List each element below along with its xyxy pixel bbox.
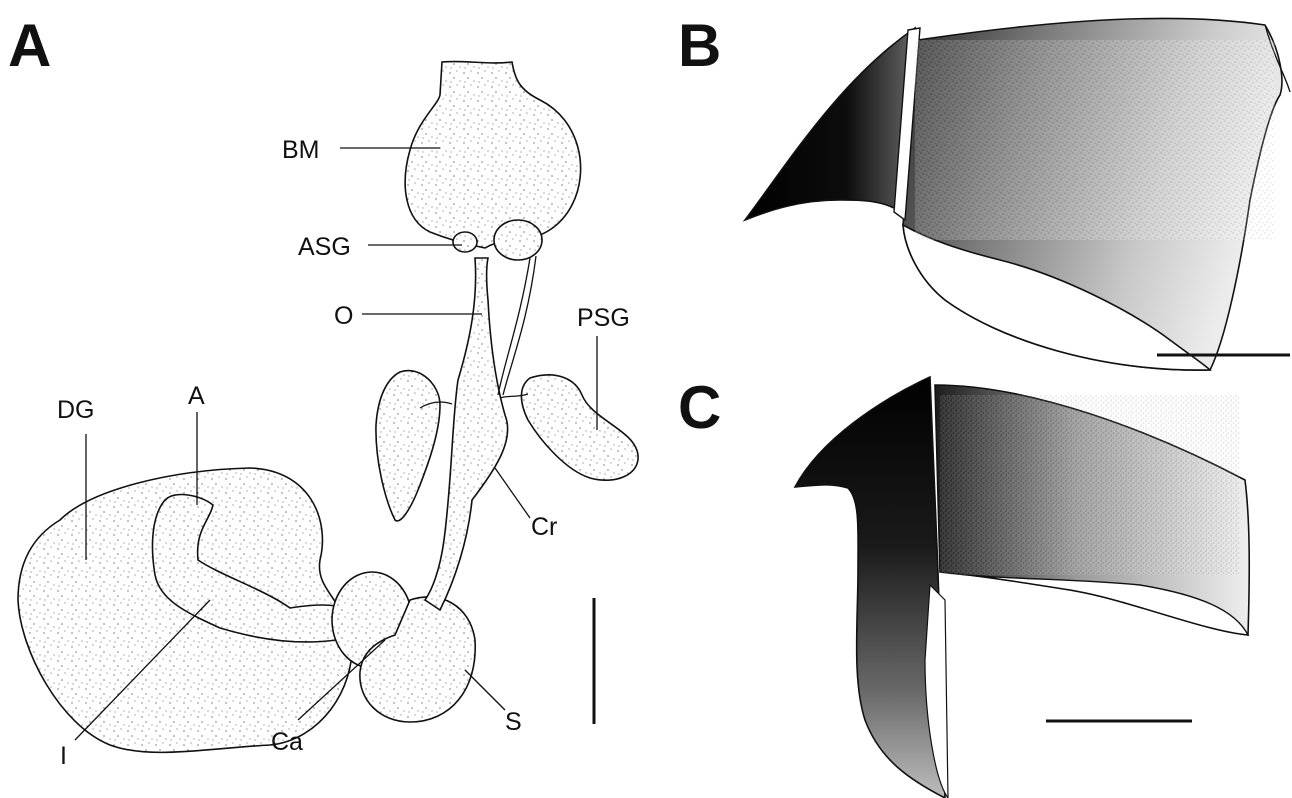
upper-jaw-stipple xyxy=(915,40,1275,240)
label-psg: PSG xyxy=(577,304,630,332)
anterior-salivary-gland-left xyxy=(453,232,477,252)
upper-jaw-rostrum xyxy=(745,28,915,220)
panel-b-letter: B xyxy=(678,12,721,79)
label-s: S xyxy=(505,708,522,736)
panel-c-letter: C xyxy=(678,374,721,441)
leader-cr xyxy=(495,468,530,518)
label-asg: ASG xyxy=(298,233,351,261)
leader-s xyxy=(465,670,505,710)
label-a: A xyxy=(188,382,205,410)
posterior-salivary-gland-right xyxy=(521,375,638,480)
panel-a-letter: A xyxy=(8,12,51,79)
posterior-salivary-gland-left xyxy=(376,371,440,521)
oesophagus xyxy=(425,258,508,610)
anterior-salivary-gland-right xyxy=(494,220,542,260)
label-dg: DG xyxy=(57,396,95,424)
lower-jaw-rostrum xyxy=(795,377,945,798)
panel-c: C xyxy=(678,374,1249,798)
label-bm: BM xyxy=(282,136,320,164)
salivary-duct xyxy=(498,258,530,395)
lower-jaw-stipple xyxy=(940,395,1240,575)
label-i: I xyxy=(60,742,67,770)
label-o: O xyxy=(334,302,353,330)
panel-b: B xyxy=(678,12,1290,370)
label-ca: Ca xyxy=(271,728,303,756)
panel-a: A BM A xyxy=(8,12,638,770)
label-cr: Cr xyxy=(531,513,557,541)
buccal-mass xyxy=(405,62,580,248)
salivary-duct xyxy=(503,256,536,395)
